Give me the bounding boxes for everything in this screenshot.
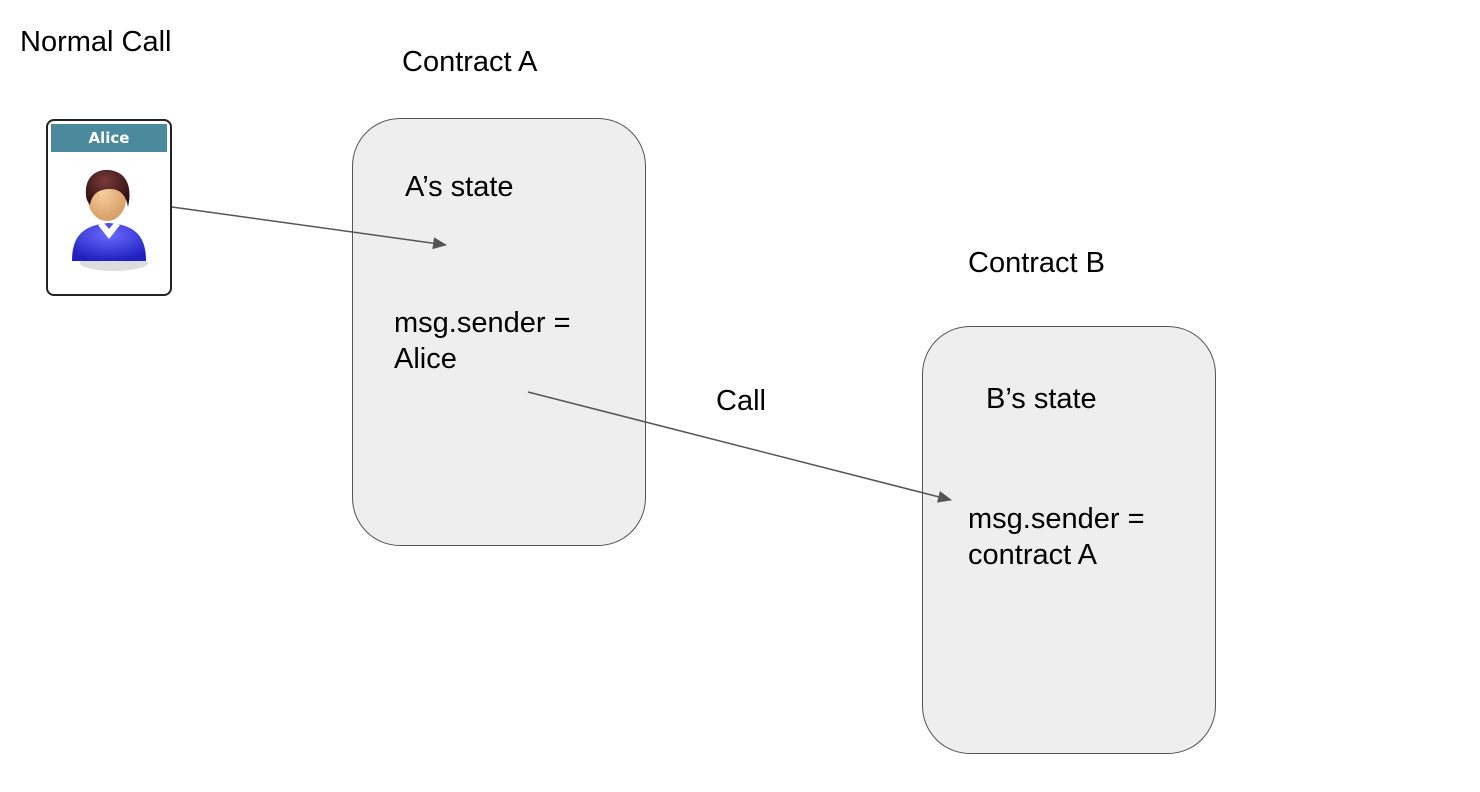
call-label: Call — [716, 385, 766, 417]
contract-b-state-label: B’s state — [986, 383, 1097, 415]
user-name-label: Alice — [51, 124, 167, 152]
contract-a-sender-line2: Alice — [394, 343, 457, 375]
contract-a-sender: msg.sender = Alice — [394, 305, 571, 377]
diagram-title: Normal Call — [20, 26, 172, 58]
contract-b-title: Contract B — [968, 247, 1105, 279]
contract-a-state-label: A’s state — [405, 171, 514, 203]
contract-b-sender-line2: contract A — [968, 539, 1097, 571]
contract-a-box: A’s state msg.sender = Alice — [352, 118, 646, 546]
contract-b-box: B’s state msg.sender = contract A — [922, 326, 1216, 754]
contract-a-title: Contract A — [402, 46, 538, 78]
person-icon — [72, 169, 148, 271]
contract-b-sender: msg.sender = contract A — [968, 501, 1145, 573]
contract-a-sender-line1: msg.sender = — [394, 307, 571, 339]
contract-b-sender-line1: msg.sender = — [968, 503, 1145, 535]
alice-user-card: Alice — [46, 119, 172, 296]
